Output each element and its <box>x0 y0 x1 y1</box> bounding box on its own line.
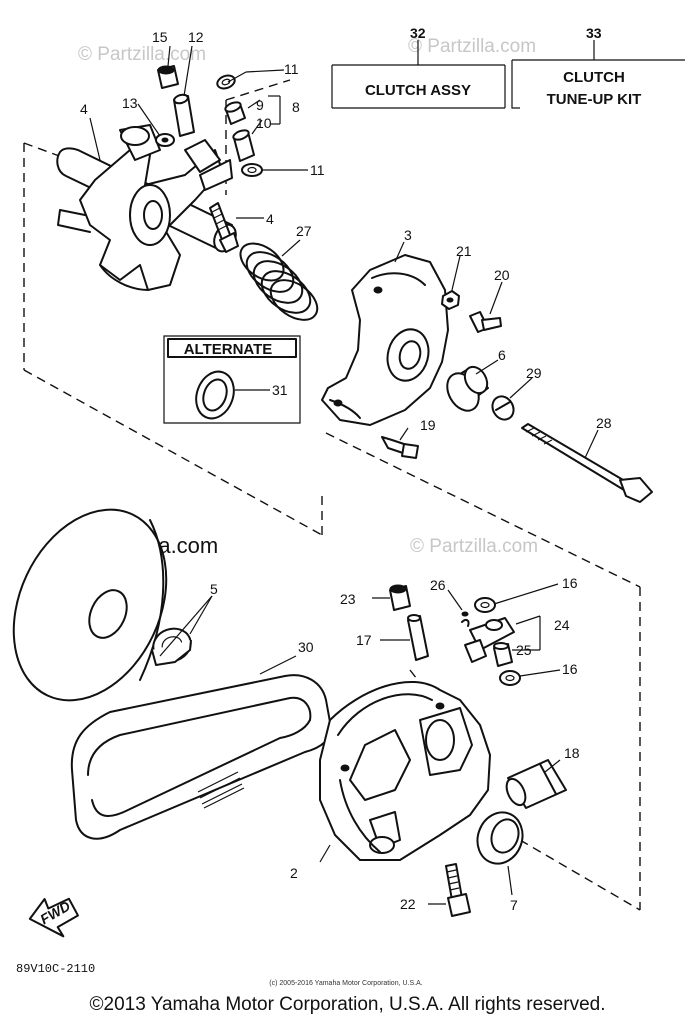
callout-33: 33 <box>586 25 602 41</box>
callout-11-lower: 11 <box>310 162 325 178</box>
roller-25 <box>493 642 513 667</box>
callout-23: 23 <box>340 591 356 607</box>
tune-up-kit-label-2: TUNE-UP KIT <box>547 91 642 108</box>
callout-12: 12 <box>188 29 204 45</box>
fwd-arrow-icon: FWD <box>28 898 79 938</box>
drive-belt-30 <box>70 674 332 840</box>
tune-up-kit-box: CLUTCH TUNE-UP KIT <box>511 40 685 109</box>
bolt-20 <box>469 311 502 333</box>
callout-29: 29 <box>526 365 542 381</box>
callout-21: 21 <box>456 243 472 259</box>
bolt-4 <box>209 202 239 253</box>
callout-5: 5 <box>210 581 218 597</box>
callout-22: 22 <box>400 896 416 912</box>
clutch-assy-label: CLUTCH ASSY <box>365 82 471 99</box>
callout-16-lower: 16 <box>562 661 578 677</box>
small-copyright-notice: (c) 2005-2016 Yamaha Motor Corporation, … <box>269 980 422 987</box>
callout-2: 2 <box>290 865 298 881</box>
callout-9: 9 <box>256 97 264 113</box>
watermark-mid-right: © Partzilla.com <box>410 536 538 557</box>
nut-21 <box>441 290 460 310</box>
roller-9 <box>224 101 246 125</box>
bolt-22 <box>445 863 471 917</box>
callout-28: 28 <box>596 415 612 431</box>
fixed-sheave <box>12 508 168 702</box>
callout-32: 32 <box>410 25 426 41</box>
washer-11-top <box>216 74 236 90</box>
callout-13: 13 <box>122 95 138 111</box>
callout-25: 25 <box>516 642 532 658</box>
callout-6: 6 <box>498 347 506 363</box>
belt-tread-marks <box>197 771 245 809</box>
alternate-box: ALTERNATE <box>163 335 301 424</box>
bushing-6 <box>446 365 489 412</box>
leader-lines <box>89 45 599 905</box>
callout-26: 26 <box>430 577 446 593</box>
callout-19: 19 <box>420 417 436 433</box>
callout-8: 8 <box>292 99 300 115</box>
collar-29 <box>491 395 515 421</box>
callout-27: 27 <box>296 223 312 239</box>
washer-16-lower <box>499 670 521 686</box>
callout-24: 24 <box>554 617 570 633</box>
callout-11-top: 11 <box>284 61 299 77</box>
bolt-19 <box>381 436 419 459</box>
callout-18: 18 <box>564 745 580 761</box>
clip-26 <box>461 611 470 627</box>
pin-12 <box>173 93 195 137</box>
pin-17 <box>407 614 429 661</box>
copyright-footer: ©2013 Yamaha Motor Corporation, U.S.A. A… <box>89 994 606 1015</box>
callout-17: 17 <box>356 632 372 648</box>
callout-3: 3 <box>404 227 412 243</box>
part-code: 89V10C-2110 <box>16 962 95 976</box>
callout-numbers: 15 12 11 9 8 10 11 13 4 4 27 3 21 20 6 2… <box>80 25 612 913</box>
callout-15: 15 <box>152 29 168 45</box>
callout-30: 30 <box>298 639 314 655</box>
tune-up-kit-label-1: CLUTCH <box>563 69 625 86</box>
clutch-assy-box: CLUTCH ASSY <box>331 40 506 109</box>
washer-13 <box>155 133 175 147</box>
callout-31: 31 <box>272 382 288 398</box>
washer-16-top <box>474 597 496 613</box>
cover-3 <box>321 254 449 426</box>
alternate-label: ALTERNATE <box>184 341 273 358</box>
callout-16-top: 16 <box>562 575 578 591</box>
roller-10 <box>232 129 255 162</box>
long-bolt-28 <box>521 423 653 503</box>
movable-sheave-2 <box>319 681 491 861</box>
callout-10: 10 <box>256 115 272 131</box>
watermark-top-right: © Partzilla.com <box>408 36 536 57</box>
weight-arm-24 <box>464 617 515 663</box>
bushing-18 <box>505 759 567 809</box>
seal-7 <box>476 811 524 865</box>
callout-20: 20 <box>494 267 510 283</box>
callout-7: 7 <box>510 897 518 913</box>
primary-spider-assembly <box>56 124 237 291</box>
spring-27 <box>239 242 319 321</box>
nut-23 <box>389 584 411 611</box>
watermark-top-left: © Partzilla.com <box>78 44 206 65</box>
nut-15 <box>157 65 179 89</box>
washer-11-lower <box>241 163 263 177</box>
callout-4-top: 4 <box>80 101 88 117</box>
callout-4-bolt: 4 <box>266 211 274 227</box>
